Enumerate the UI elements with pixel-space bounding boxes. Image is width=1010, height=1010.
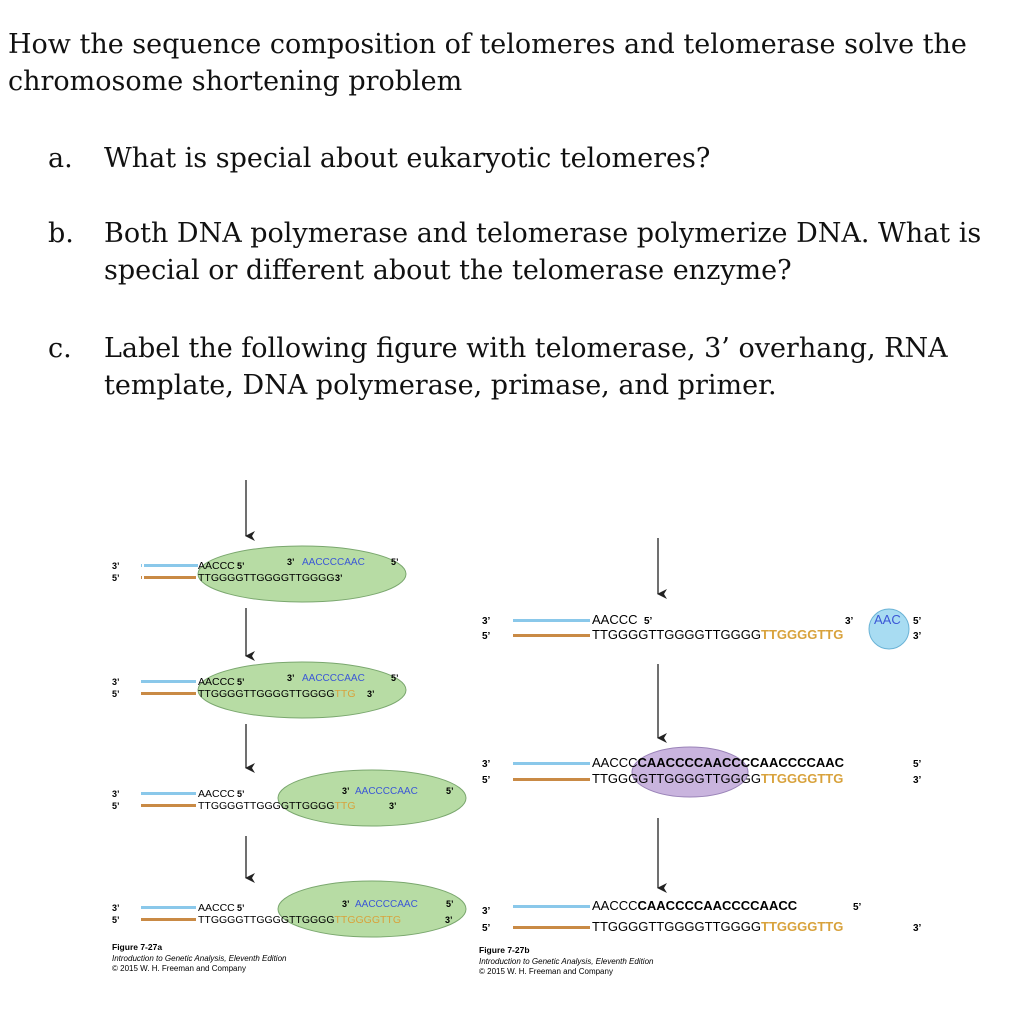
three-prime-label: 3’ [845, 616, 854, 627]
three-prime-label: 3’ [482, 906, 491, 917]
figure-b-step-3: 3’ 5’ AACCCCAACCCCAACCCCAACC 5’ TTGGGGTT… [482, 898, 922, 934]
top-strand-seq: AACCC [198, 560, 235, 572]
bottom-strand-seq: TTGGGGTTGGGGTTGGGGTTG [198, 688, 356, 700]
three-prime-label: 3’ [367, 689, 375, 699]
three-prime-label: 3’ [287, 557, 295, 567]
three-prime-label: 3’ [913, 923, 922, 934]
bottom-strand-seq: TTGGGGTTGGGGTTGGGGTTGGGGTTG [592, 771, 843, 786]
three-prime-label: 3’ [913, 775, 922, 786]
telomerase-enzyme [277, 769, 467, 827]
three-prime-label: 3’ [445, 915, 453, 925]
five-prime-label: 5’ [644, 616, 653, 627]
rna-template-seq: AACCCCAAC [355, 786, 418, 797]
three-prime-label: 3’ [112, 561, 120, 571]
primer-seq: AAC [874, 612, 901, 627]
question-text: Both DNA polymerase and telomerase polym… [104, 218, 982, 286]
caption-copyright: © 2015 W. H. Freeman and Company [479, 967, 613, 976]
top-strand-seq: AACCCCAACCCCAACCCCAACCCCAAC [592, 755, 845, 770]
five-prime-label: 5’ [112, 689, 120, 699]
primer-blob [868, 608, 910, 650]
figure-a-step-1: 3’ 5’ AACCC 5’ 3’ AACCCCAAC 5’ TTGGGGTTG… [112, 545, 407, 603]
bottom-strand-seq: TTGGGGTTGGGGTTGGGGTTGGGGTTG [592, 919, 843, 934]
bottom-strand-seq: TTGGGGTTGGGGTTGGGGTTGGGGTTG [198, 914, 401, 926]
five-prime-label: 5’ [446, 899, 454, 909]
five-prime-label: 5’ [913, 759, 922, 770]
figure-b-caption: Figure 7-27b Introduction to Genetic Ana… [479, 945, 654, 976]
figure-a-step-4: 3’ 5’ AACCC 5’ 3’ AACCCCAAC 5’ TTGGGGTTG… [112, 880, 467, 938]
five-prime-label: 5’ [391, 673, 399, 683]
three-prime-label: 3’ [287, 673, 295, 683]
five-prime-label: 5’ [482, 631, 491, 642]
question-letter: b. [48, 218, 74, 249]
top-strand-seq: AACCC [198, 902, 235, 914]
caption-copyright: © 2015 W. H. Freeman and Company [112, 964, 246, 973]
three-prime-label: 3’ [335, 573, 343, 583]
three-prime-label: 3’ [389, 801, 397, 811]
five-prime-label: 5’ [482, 923, 491, 934]
three-prime-label: 3’ [342, 899, 350, 909]
rna-template-seq: AACCCCAAC [302, 557, 365, 568]
question-text: What is special about eukaryotic telomer… [104, 143, 711, 174]
five-prime-label: 5’ [482, 775, 491, 786]
three-prime-label: 3’ [913, 631, 922, 642]
five-prime-label: 5’ [112, 915, 120, 925]
figure-a-caption: Figure 7-27a Introduction to Genetic Ana… [112, 942, 287, 973]
rna-template-seq: AACCCCAAC [355, 899, 418, 910]
caption-book: Introduction to Genetic Analysis, Eleven… [112, 954, 287, 963]
figure-b-step-2: 3’ 5’ AACCCCAACCCCAACCCCAACCCCAAC 5’ TTG… [482, 746, 922, 798]
bottom-strand-seq: TTGGGGTTGGGGTTGGGGTTGGGGTTG [592, 627, 843, 642]
five-prime-label: 5’ [237, 677, 245, 687]
telomerase-enzyme [197, 545, 407, 603]
rna-template-seq: AACCCCAAC [302, 673, 365, 684]
five-prime-label: 5’ [391, 557, 399, 567]
question-letter: a. [48, 143, 73, 174]
caption-title: Figure 7-27b [479, 945, 530, 955]
bottom-strand-seq: TTGGGGTTGGGGTTGGGGTTG [198, 800, 356, 812]
three-prime-label: 3’ [342, 786, 350, 796]
figure-a-step-2: 3’ 5’ AACCC 5’ 3’ AACCCCAAC 5’ TTGGGGTTG… [112, 661, 407, 719]
five-prime-label: 5’ [112, 573, 120, 583]
five-prime-label: 5’ [913, 616, 922, 627]
process-arrows [245, 480, 667, 893]
three-prime-label: 3’ [112, 903, 120, 913]
three-prime-label: 3’ [112, 789, 120, 799]
top-strand-seq: AACCCCAACCCCAACCCCAACC [592, 898, 798, 913]
five-prime-label: 5’ [237, 903, 245, 913]
telomerase-enzyme [197, 661, 407, 719]
telomerase-enzyme [277, 880, 467, 938]
question-letter: c. [48, 333, 72, 364]
five-prime-label: 5’ [853, 902, 862, 913]
caption-title: Figure 7-27a [112, 942, 162, 952]
caption-book: Introduction to Genetic Analysis, Eleven… [479, 957, 654, 966]
five-prime-label: 5’ [237, 561, 245, 571]
figure-a-step-3: 3’ 5’ AACCC 5’ 3’ AACCCCAAC 5’ TTGGGGTTG… [112, 769, 467, 827]
figure-b-step-1: 3’ 5’ AACCC 5’ 3’ AAC 5’ TTGGGGTTGGGGTTG… [482, 608, 922, 650]
page-title: How the sequence composition of telomere… [8, 29, 967, 97]
five-prime-label: 5’ [237, 789, 245, 799]
five-prime-label: 5’ [446, 786, 454, 796]
top-strand-seq: AACCC [592, 612, 638, 627]
bottom-strand-seq: TTGGGGTTGGGGTTGGGG [198, 572, 335, 584]
top-strand-seq: AACCC [198, 788, 235, 800]
question-text: Label the following figure with telomera… [104, 333, 948, 401]
top-strand-seq: AACCC [198, 676, 235, 688]
three-prime-label: 3’ [482, 759, 491, 770]
five-prime-label: 5’ [112, 801, 120, 811]
three-prime-label: 3’ [112, 677, 120, 687]
three-prime-label: 3’ [482, 616, 491, 627]
dna-polymerase-enzyme [631, 746, 749, 798]
